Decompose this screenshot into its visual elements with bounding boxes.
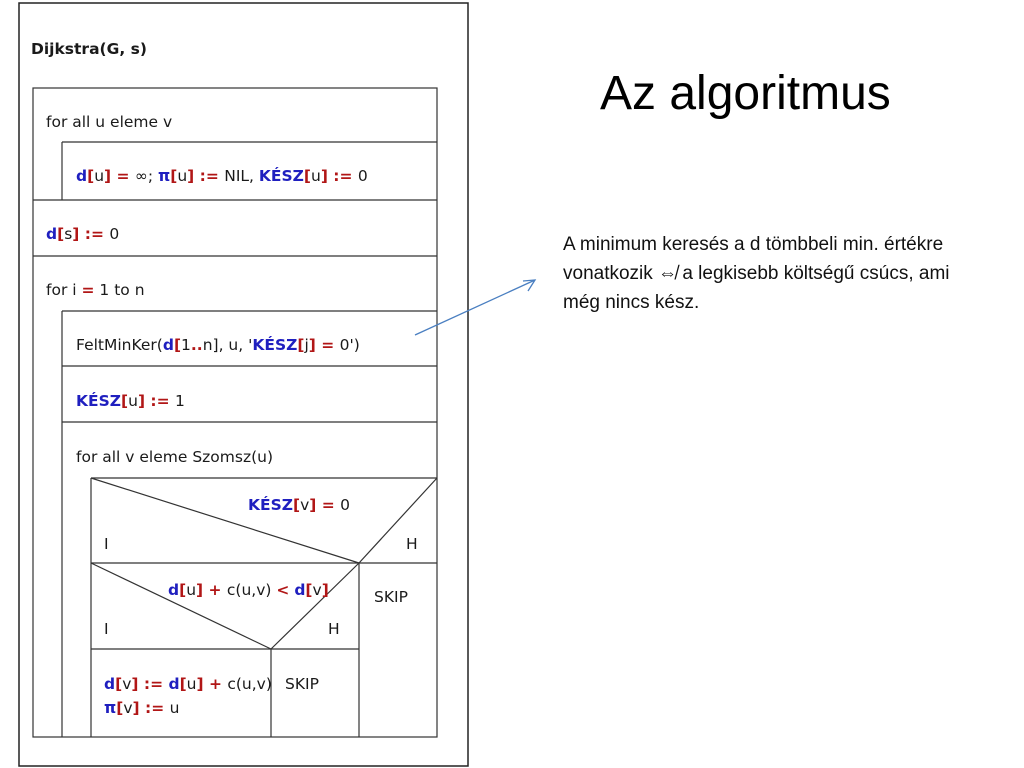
mark-done-statement: KÉSZ[u] := 1 xyxy=(76,391,185,410)
annotation-arrow-line xyxy=(414,279,536,336)
inner-else-skip: SKIP xyxy=(285,675,319,693)
annotation-note: A minimum keresés a d tömbbeli min. érté… xyxy=(563,234,950,313)
inner-condition-diagonal-left xyxy=(90,562,272,650)
loop-header-all-u: for all u eleme v xyxy=(46,113,172,131)
init-statement: d[u] = ∞; π[u] := NIL, KÉSZ[u] := 0 xyxy=(76,166,368,185)
update-pi-statement: π[v] := u xyxy=(104,699,179,717)
loop-header-all-v: for all v eleme Szomsz(u) xyxy=(76,448,273,466)
slide-title: Az algoritmus xyxy=(600,67,891,120)
outer-true-label: I xyxy=(104,535,109,553)
outer-condition-diagonal-left xyxy=(90,477,360,564)
update-d-statement: d[v] := d[u] + c(u,v) xyxy=(104,675,272,693)
inner-false-label: H xyxy=(328,620,340,638)
inner-condition-diagonal-right xyxy=(270,562,360,650)
outer-condition-diagonal-right xyxy=(358,477,438,564)
outer-false-label: H xyxy=(406,535,418,553)
outer-condition: KÉSZ[v] = 0 xyxy=(248,495,350,514)
inner-true-label: I xyxy=(104,620,109,638)
annotation-arrow-head xyxy=(522,279,537,292)
min-search-statement: FeltMinKer(d[1..n], u, 'KÉSZ[j] = 0') xyxy=(76,335,360,354)
inner-condition: d[u] + c(u,v) < d[v] xyxy=(168,581,329,599)
diagram-frame xyxy=(18,2,469,767)
outer-else-skip: SKIP xyxy=(374,588,408,606)
loop-header-i: for i = 1 to n xyxy=(46,281,145,299)
main-block xyxy=(32,87,438,738)
source-statement: d[s] := 0 xyxy=(46,225,119,243)
algorithm-heading: Dijkstra(G, s) xyxy=(31,40,147,58)
